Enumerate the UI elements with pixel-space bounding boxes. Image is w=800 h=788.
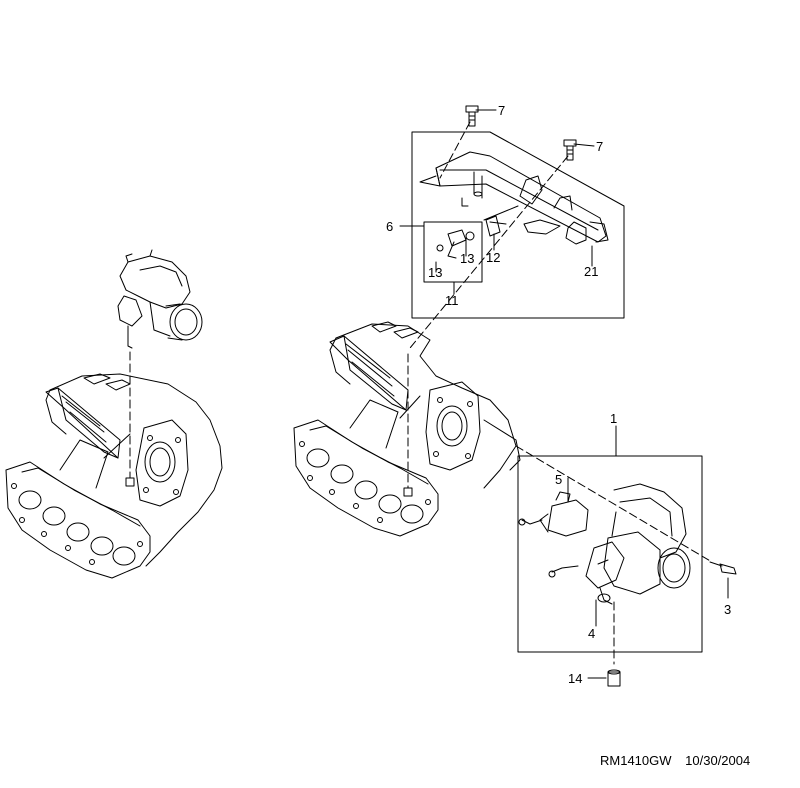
part-14-cap — [607, 601, 621, 687]
callout-14: 14 — [568, 671, 582, 686]
right-intake-manifold — [293, 321, 521, 537]
left-intake-manifold — [5, 351, 223, 579]
callout-labels: 7 7 6 13 13 12 21 11 1 5 3 4 14 — [386, 103, 731, 686]
callout-12: 12 — [486, 250, 500, 265]
bolt-7-upper — [465, 105, 479, 127]
drawing-date: 10/30/2004 — [685, 753, 751, 768]
bolt-3 — [709, 561, 737, 575]
callout-3: 3 — [724, 602, 731, 617]
callout-4: 4 — [588, 626, 595, 641]
callout-13-left: 13 — [428, 265, 442, 280]
drawing-id: RM1410GW — [600, 753, 672, 768]
left-throttle-body — [117, 249, 203, 349]
fuel-rail-box — [409, 121, 625, 349]
callout-21: 21 — [584, 264, 598, 279]
callout-7-upper: 7 — [498, 103, 505, 118]
leader-lines — [399, 109, 729, 679]
callout-5: 5 — [555, 472, 562, 487]
callout-6: 6 — [386, 219, 393, 234]
callout-13-right: 13 — [460, 251, 474, 266]
callout-11: 11 — [445, 293, 459, 308]
throttle-body-box — [515, 445, 713, 653]
bolt-7-lower — [563, 139, 577, 161]
callout-1: 1 — [610, 411, 617, 426]
callout-7-lower: 7 — [596, 139, 603, 154]
drawing-footer: RM1410GW 10/30/2004 — [600, 753, 750, 768]
